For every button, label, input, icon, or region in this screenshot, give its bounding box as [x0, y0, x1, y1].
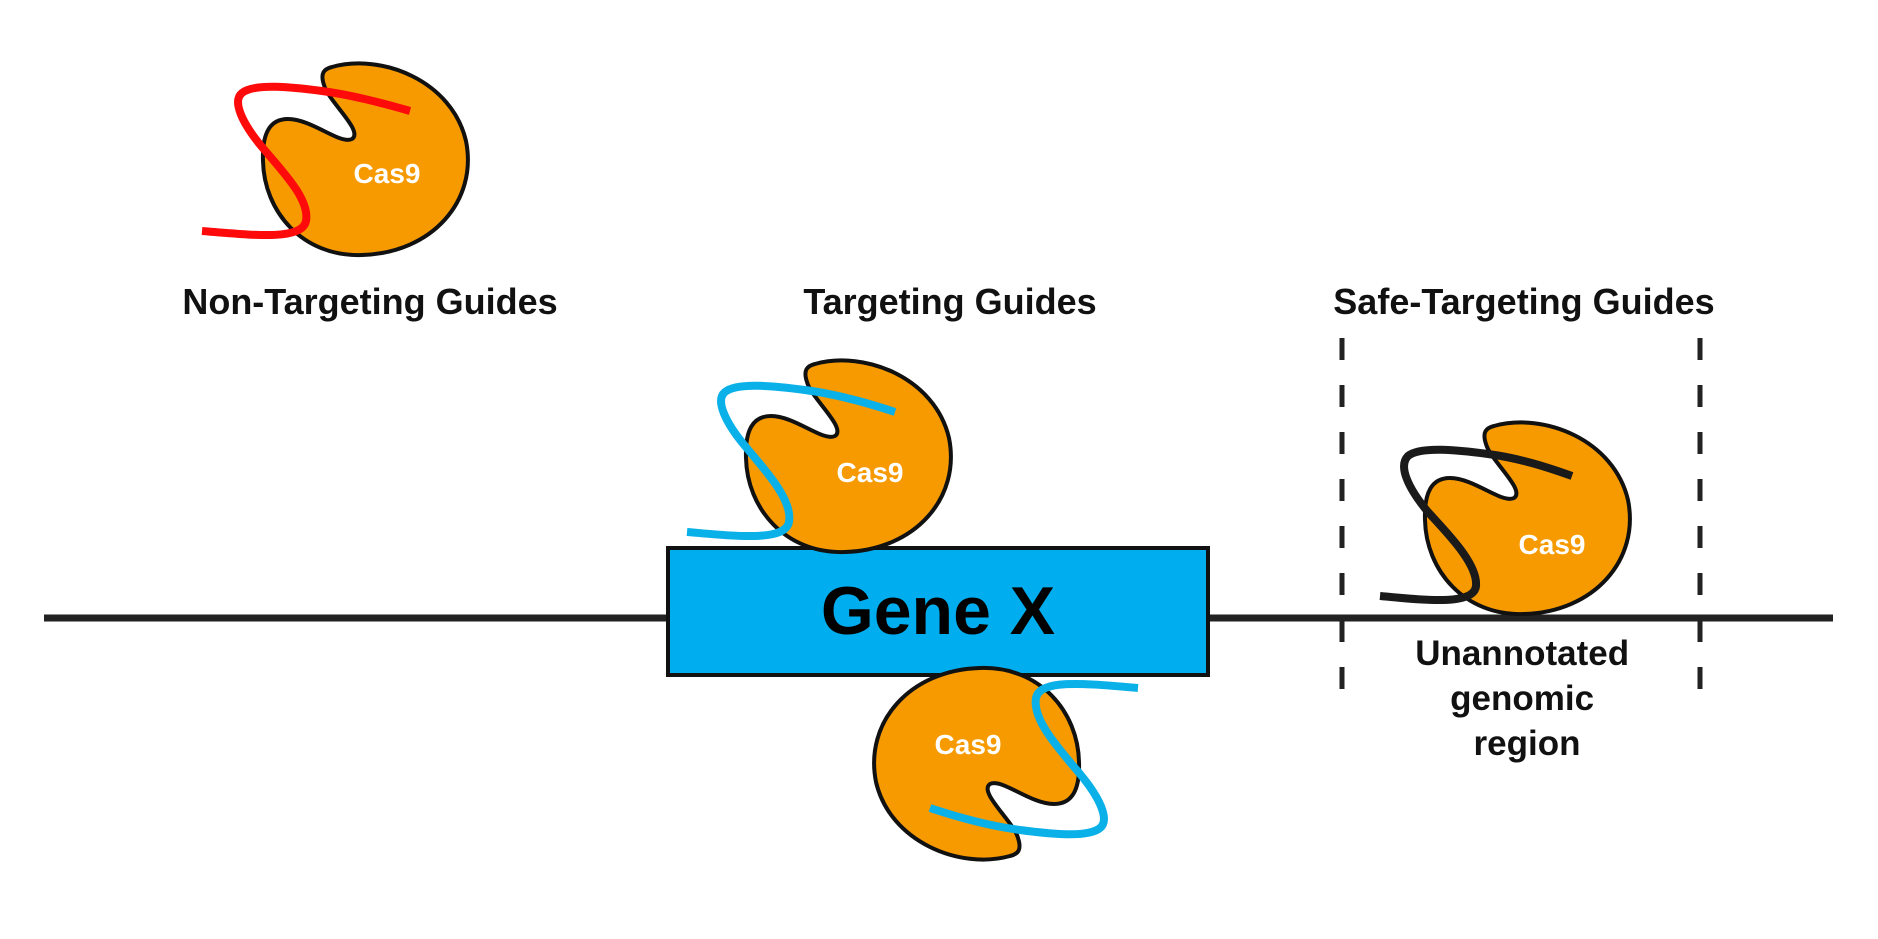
non-targeting-title: Non-Targeting Guides: [182, 281, 557, 322]
cas9-label: Cas9: [935, 729, 1002, 760]
guide-rna-blue: [928, 679, 1139, 839]
cas9-complex-non-targeting: Cas9: [201, 61, 470, 258]
region-label-line-1: Unannotated: [1415, 634, 1629, 673]
gene-label: Gene X: [821, 573, 1055, 649]
guide-rna-black: [1379, 445, 1574, 605]
targeting-title: Targeting Guides: [803, 281, 1096, 322]
cas9-label: Cas9: [837, 457, 904, 488]
cas9-label: Cas9: [354, 158, 421, 189]
cas9-complex-safe-targeting: Cas9: [1379, 420, 1632, 617]
unannotated-region-label: Unannotated genomic region: [1415, 634, 1639, 763]
guide-rna-red: [201, 82, 412, 240]
cas9-complex-targeting-top: Cas9: [686, 358, 953, 555]
guide-rna-blue: [686, 381, 897, 541]
safe-targeting-title: Safe-Targeting Guides: [1333, 281, 1714, 322]
cas9-label: Cas9: [1519, 529, 1586, 560]
region-label-line-2: genomic: [1450, 679, 1594, 718]
region-label-line-3: region: [1474, 724, 1581, 763]
cas9-complex-targeting-bottom: [872, 665, 1139, 862]
gene-box: [666, 546, 1210, 677]
